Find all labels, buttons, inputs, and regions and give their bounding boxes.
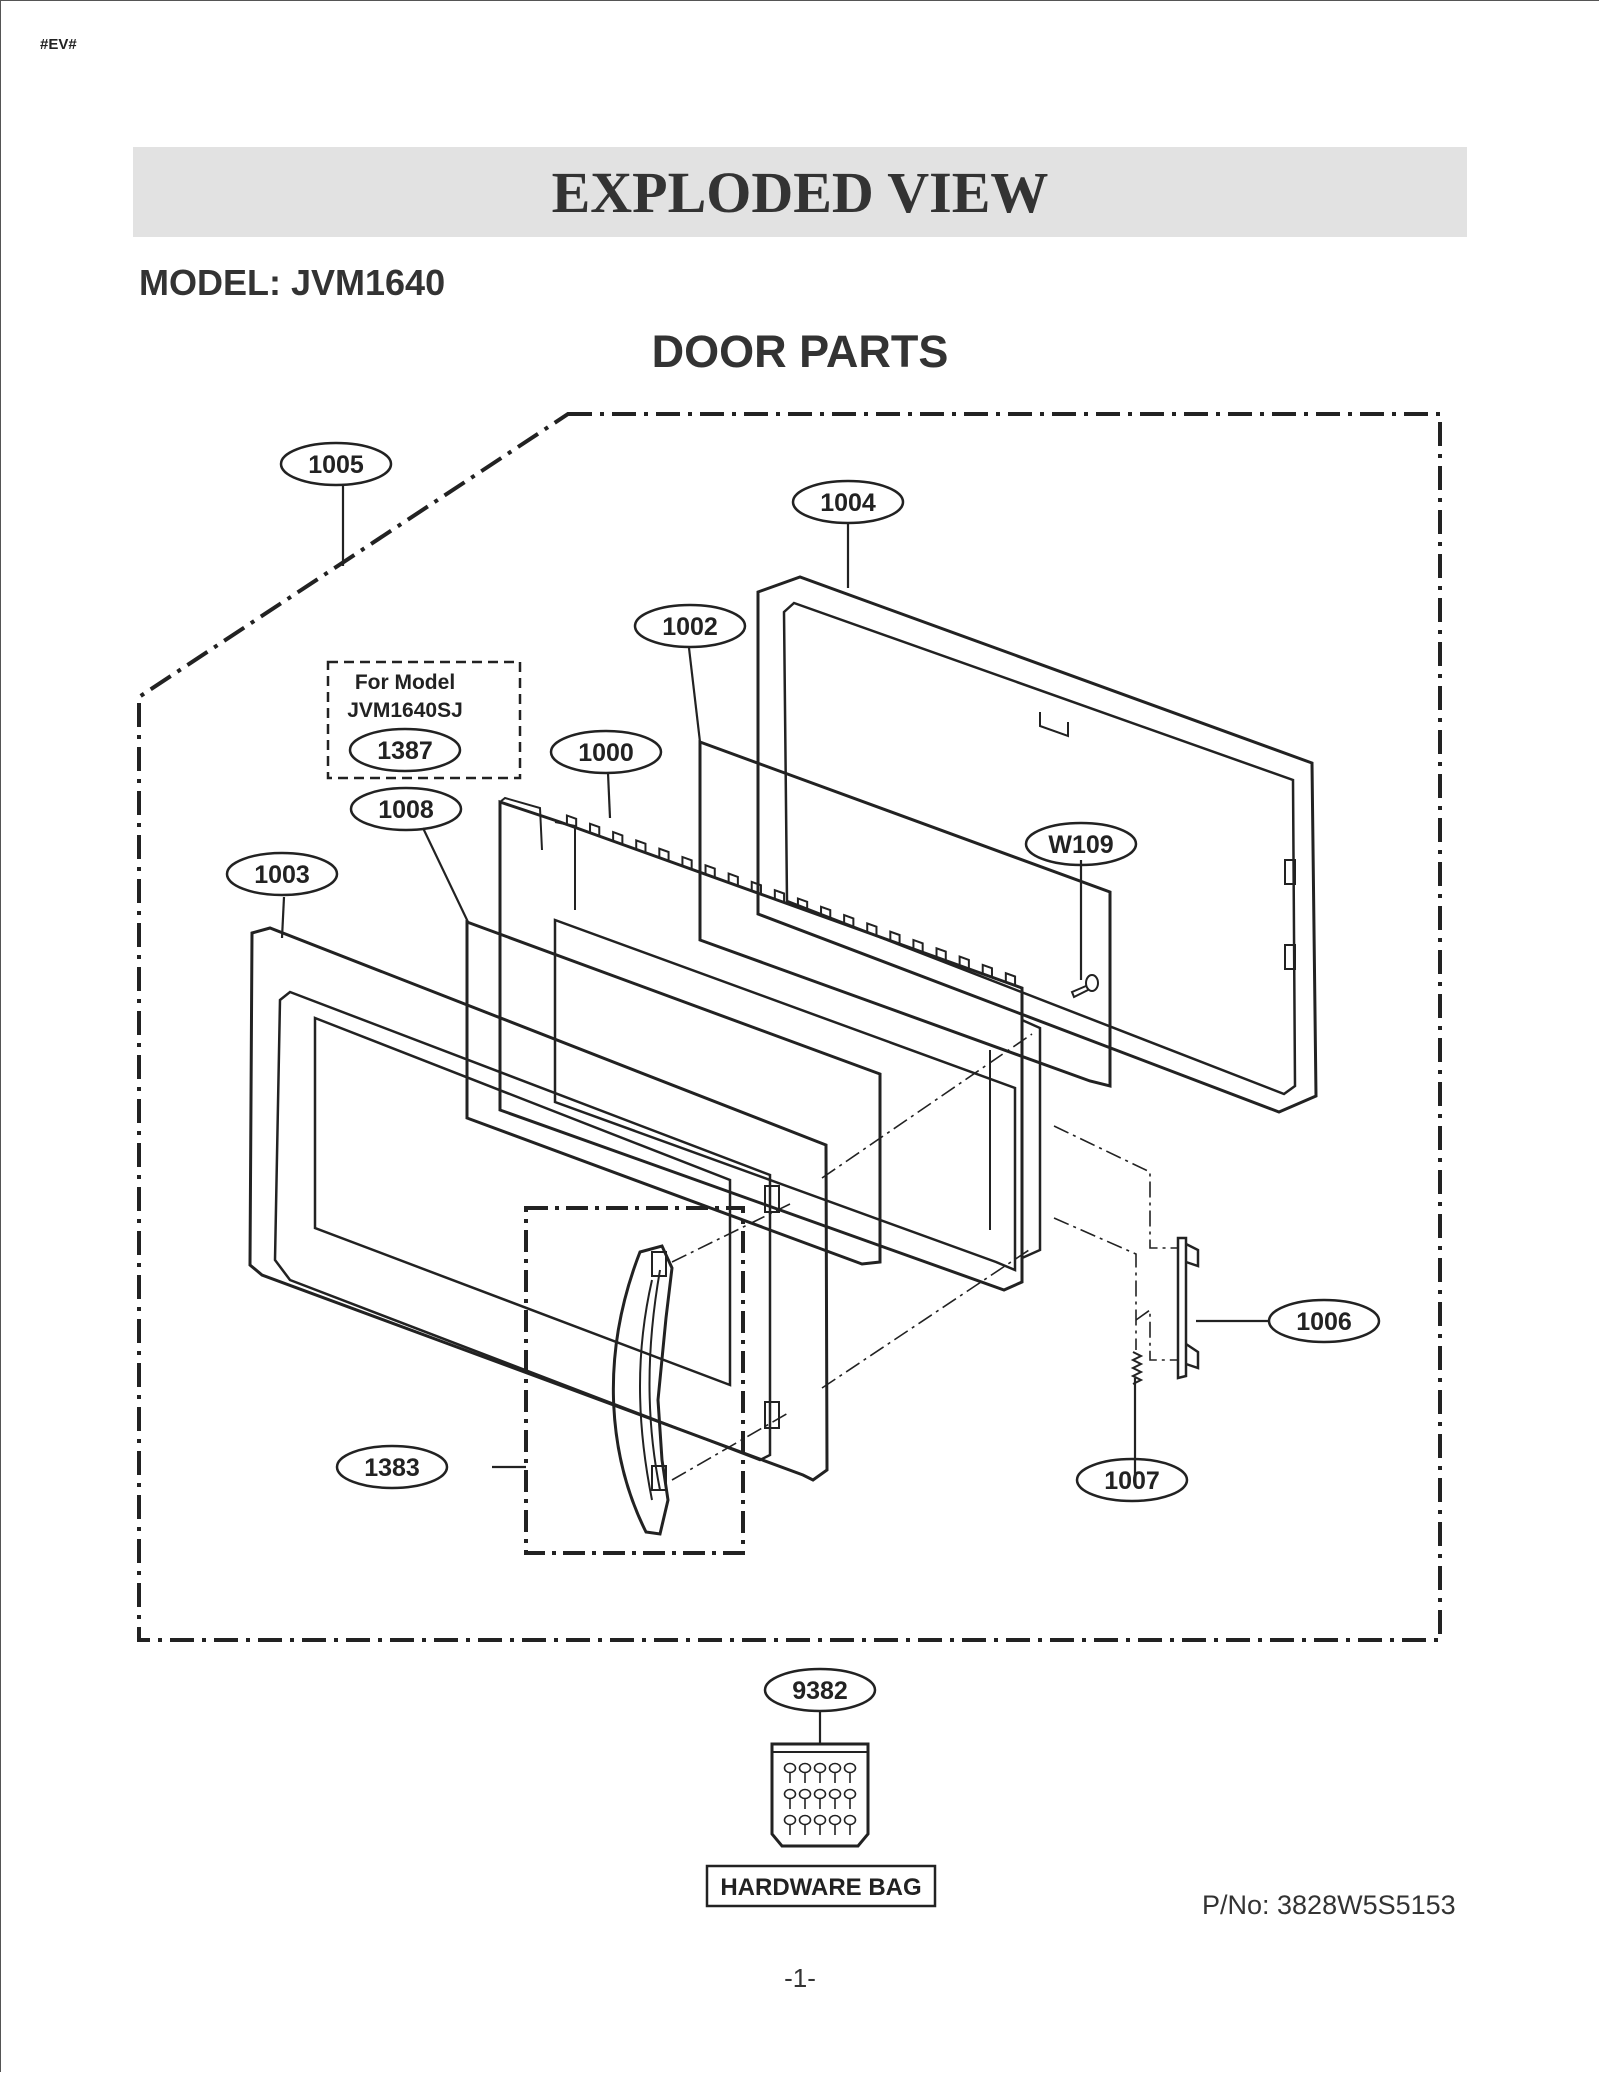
callout-1003: 1003 <box>254 861 310 889</box>
callout-ellipses <box>225 441 1381 1713</box>
door-back-frame <box>756 575 1318 1114</box>
variant-note-line1: For Model <box>355 671 455 694</box>
screw-head <box>828 1788 842 1800</box>
screw-head <box>783 1762 797 1774</box>
callout-1000: 1000 <box>578 739 634 767</box>
model-label: MODEL: JVM1640 <box>139 262 446 303</box>
door-chassis <box>498 796 1042 1292</box>
hardware-bag-icon <box>770 1742 870 1848</box>
variant-note-box <box>326 660 522 780</box>
page-title: EXPLODED VIEW <box>551 160 1049 225</box>
screw-head <box>783 1814 797 1826</box>
callout-1008: 1008 <box>378 796 434 824</box>
screw-head <box>843 1762 857 1774</box>
screw-w109 <box>1070 974 1099 999</box>
callout-1383: 1383 <box>364 1454 420 1482</box>
screw-head <box>828 1814 842 1826</box>
screw-head <box>813 1788 827 1800</box>
callout-1007: 1007 <box>1104 1467 1160 1495</box>
callout-1005: 1005 <box>308 451 364 479</box>
latch-spring <box>1130 1351 1144 1385</box>
glass-panel <box>698 739 1112 1088</box>
callout-1002: 1002 <box>662 613 718 641</box>
screw-head <box>828 1762 842 1774</box>
callout-1004: 1004 <box>820 489 876 517</box>
screw-head <box>798 1762 812 1774</box>
screw-head <box>798 1814 812 1826</box>
assembly-boundary <box>137 412 1442 1642</box>
page-number: -1- <box>784 1963 816 1993</box>
callout-9382: 9382 <box>792 1677 848 1705</box>
screw-head <box>813 1814 827 1826</box>
door-latch <box>1176 1236 1200 1380</box>
handle-kit-box <box>524 1206 745 1555</box>
leader-lines <box>280 486 1270 1744</box>
variant-note-line2: JVM1640SJ <box>347 699 463 722</box>
screw-head <box>843 1814 857 1826</box>
callout-1387: 1387 <box>377 737 433 765</box>
screw-head <box>843 1788 857 1800</box>
screw-head <box>783 1788 797 1800</box>
door-front-frame <box>248 926 829 1482</box>
inner-choke-panel <box>465 919 882 1266</box>
doc-tag: #EV# <box>40 36 77 53</box>
door-handle <box>611 1244 674 1536</box>
part-number: P/No: 3828W5S5153 <box>1202 1890 1456 1920</box>
assembly-guide-lines <box>671 1033 1178 1481</box>
screw-head <box>798 1788 812 1800</box>
title-banner: EXPLODED VIEW <box>133 147 1467 237</box>
callout-w109: W109 <box>1048 831 1113 859</box>
screw-head <box>813 1762 827 1774</box>
callout-1006: 1006 <box>1296 1308 1352 1336</box>
hardware-bag-label: HARDWARE BAG <box>720 1874 921 1901</box>
hardware-bag-label-box <box>705 1864 937 1908</box>
section-title: DOOR PARTS <box>651 326 949 377</box>
